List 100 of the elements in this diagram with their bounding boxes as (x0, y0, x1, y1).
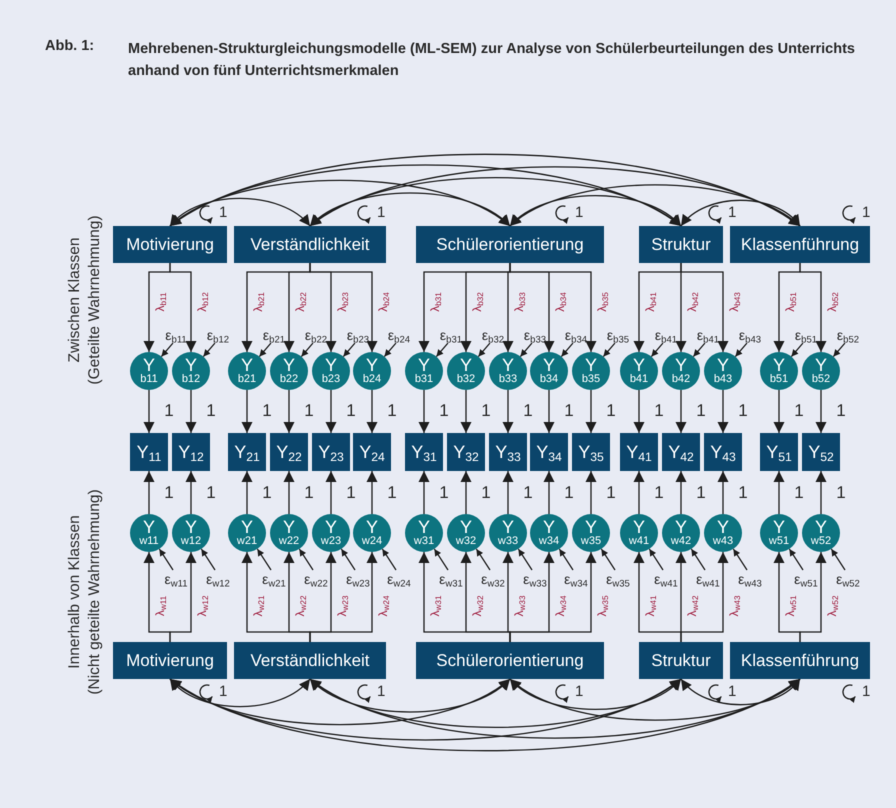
latent-variable-circle (620, 352, 658, 390)
error-arrow (200, 548, 216, 570)
arrow (169, 263, 196, 352)
arrow (284, 390, 294, 433)
variance-label: 1 (377, 683, 386, 700)
variable-index: w23 (320, 536, 342, 547)
covariance-arrow (310, 192, 510, 226)
arrow (144, 471, 154, 514)
latent-variable-circle (353, 514, 391, 552)
variable-symbol: Y (324, 519, 337, 536)
edge-label: 1 (564, 401, 574, 421)
variable-index: b11 (140, 374, 158, 385)
covariance-arrow (510, 678, 800, 721)
indicator-box (802, 433, 840, 471)
variable-index: w21 (236, 536, 258, 547)
error-arrow (298, 548, 314, 570)
latent-variable-circle (172, 514, 210, 552)
latent-variable-circle (270, 352, 308, 390)
indicator-label: Y$_{31}$ (411, 442, 437, 462)
latent-variable-circle (802, 352, 840, 390)
arrow (509, 263, 596, 352)
arrow (718, 390, 728, 433)
error-term-label: ε$_{w52}$ (829, 570, 867, 587)
error-term-label: ε$_{b31}$ (432, 326, 470, 343)
variable-index: b42 (672, 374, 690, 385)
error-arrow (690, 548, 706, 570)
arrow (309, 552, 378, 642)
edge-label: 1 (836, 401, 846, 421)
error-term-label: ε$_{b51}$ (787, 326, 825, 343)
factor-box (234, 642, 386, 679)
variable-symbol: Y (460, 519, 472, 536)
arrow (309, 263, 378, 352)
arrow (186, 390, 196, 433)
variable-symbol: Y (502, 519, 514, 536)
error-arrow (384, 342, 396, 357)
error-term-label: ε$_{b23}$ (339, 326, 377, 343)
error-term-label: ε$_{w24}$ (380, 570, 418, 587)
error-term-label: ε$_{w34}$ (557, 570, 595, 587)
error-term-label: ε$_{b43}$ (731, 326, 769, 343)
indicator-label: Y$_{21}$ (234, 442, 260, 462)
indicator-label: Y$_{35}$ (578, 442, 604, 462)
variance-label: 1 (575, 204, 584, 221)
variable-symbol: Y (716, 519, 729, 536)
variable-index: w32 (456, 536, 476, 547)
indicator-box (447, 433, 485, 471)
variable-symbol: Y (240, 519, 253, 536)
indicator-label: Y$_{51}$ (766, 442, 792, 462)
error-arrow (788, 548, 804, 570)
variable-symbol: Y (542, 357, 555, 374)
latent-variable-circle (312, 514, 350, 552)
arrow (544, 471, 554, 514)
variable-index: b12 (182, 374, 200, 385)
error-arrow (160, 342, 174, 357)
variance-label: 1 (862, 204, 870, 221)
variable-index: b52 (812, 374, 830, 385)
indicator-label: Y$_{32}$ (453, 442, 479, 462)
edge-label: 1 (696, 401, 706, 421)
error-arrow (832, 342, 846, 357)
latent-variable-circle (760, 352, 798, 390)
factor-label: Schülerorientierung (436, 234, 584, 254)
error-term-label: ε$_{b12}$ (199, 326, 237, 343)
factor-label: Verständlichkeit (250, 650, 370, 670)
error-term-label: ε$_{w43}$ (731, 570, 769, 587)
variable-symbol: Y (716, 357, 729, 374)
error-term-label: ε$_{b35}$ (599, 326, 637, 343)
variance-label: 1 (219, 204, 228, 221)
edge-label: 1 (164, 401, 174, 421)
variable-index: b21 (238, 374, 256, 385)
indicator-box (572, 433, 610, 471)
covariance-arrow (170, 678, 310, 708)
indicator-box (530, 433, 568, 471)
latent-variable-circle (312, 352, 350, 390)
figure-number: Abb. 1: (45, 38, 94, 54)
variable-index: b31 (414, 374, 434, 385)
edge-label: 1 (523, 401, 533, 421)
indicator-label: Y$_{43}$ (710, 442, 736, 462)
factor-box (730, 642, 870, 679)
latent-variable-circle (405, 514, 443, 552)
arrow (680, 263, 728, 352)
indicator-label: Y$_{24}$ (359, 442, 385, 462)
latent-variable-circle (620, 514, 658, 552)
error-arrow (478, 342, 490, 357)
edge-label: 1 (654, 401, 664, 421)
arrow (799, 263, 826, 352)
variable-symbol: Y (814, 357, 827, 374)
arrow (326, 471, 336, 514)
error-term-label: ε$_{w23}$ (339, 570, 377, 587)
latent-variable-circle (130, 352, 168, 390)
edge-label: 1 (606, 483, 616, 503)
covariance-arrow (170, 180, 510, 227)
arrow (366, 471, 378, 514)
arrow (242, 390, 252, 433)
indicator-box (228, 433, 266, 471)
error-arrow (600, 548, 616, 570)
variance-label: 1 (728, 204, 736, 221)
arrow (816, 471, 826, 514)
factor-box (639, 226, 723, 263)
variable-symbol: Y (502, 357, 514, 374)
edge-label: 1 (439, 401, 449, 421)
variable-symbol: Y (772, 357, 785, 374)
